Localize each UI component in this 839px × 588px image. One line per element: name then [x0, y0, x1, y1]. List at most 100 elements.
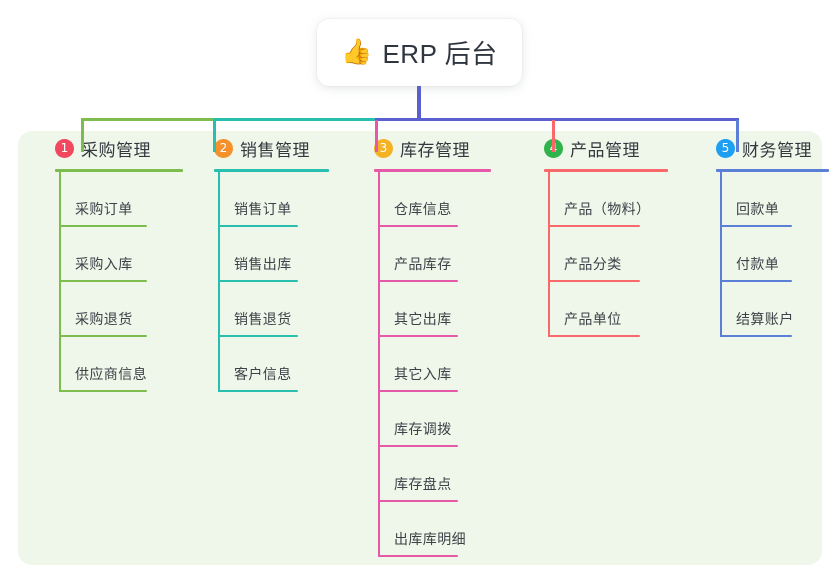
leaf-item[interactable]: 产品单位 [526, 282, 668, 337]
branch-title-3: 库存管理 [400, 140, 470, 160]
bus-segment-1 [81, 118, 215, 121]
branch-items-1: 采购订单采购入库采购退货供应商信息 [37, 172, 183, 392]
leaf-item[interactable]: 供应商信息 [37, 337, 183, 392]
leaf-item[interactable]: 产品分类 [526, 227, 668, 282]
leaf-underline [218, 335, 298, 337]
leaf-item[interactable]: 结算账户 [698, 282, 829, 337]
leaf-underline [720, 280, 792, 282]
leaf-item[interactable]: 销售订单 [196, 172, 329, 227]
leaf-label: 结算账户 [736, 311, 794, 327]
trunk-line [417, 86, 421, 120]
leaf-underline [378, 335, 458, 337]
branch-title-4: 产品管理 [570, 140, 640, 160]
branch-spine-4 [548, 172, 550, 337]
leaf-underline [378, 280, 458, 282]
branch-column-3: 3 库存管理仓库信息产品库存其它出库其它入库库存调拨库存盘点出库库明细 [356, 131, 491, 557]
drop-line-5 [736, 120, 739, 152]
root-title: ERP 后台 [382, 39, 498, 69]
leaf-item[interactable]: 销售出库 [196, 227, 329, 282]
branch-badge-1: 1 [55, 138, 74, 158]
branch-badge-5: 5 [716, 138, 735, 158]
leaf-item[interactable]: 产品（物料） [526, 172, 668, 227]
leaf-underline [218, 390, 298, 392]
branch-spine-3 [378, 172, 380, 557]
branch-header-4[interactable]: 4产品管理 [526, 131, 668, 165]
branch-underline-1 [55, 169, 183, 172]
leaf-underline [59, 225, 147, 227]
leaf-item[interactable]: 销售退货 [196, 282, 329, 337]
leaf-label: 产品单位 [564, 311, 622, 327]
leaf-item[interactable]: 采购订单 [37, 172, 183, 227]
bus-segment-3 [375, 118, 739, 121]
branch-title-5: 财务管理 [742, 140, 812, 160]
thumbs-up-icon: 👍 [341, 38, 373, 66]
leaf-item[interactable]: 库存盘点 [356, 447, 491, 502]
leaf-item[interactable]: 仓库信息 [356, 172, 491, 227]
branch-header-5[interactable]: 5 财务管理 [698, 131, 829, 165]
leaf-label: 出库库明细 [394, 531, 466, 547]
branch-items-2: 销售订单销售出库销售退货客户信息 [196, 172, 329, 392]
leaf-label: 销售退货 [234, 311, 292, 327]
branch-badge-2: 2 [214, 138, 233, 158]
root-node[interactable]: 👍 ERP 后台 [317, 19, 522, 86]
leaf-underline [218, 225, 298, 227]
leaf-underline [378, 390, 458, 392]
branch-spine-2 [218, 172, 220, 392]
branch-column-1: 1 采购管理采购订单采购入库采购退货供应商信息 [37, 131, 183, 392]
drop-line-4 [552, 120, 555, 152]
leaf-label: 采购退货 [75, 311, 133, 327]
leaf-underline [548, 280, 640, 282]
leaf-item[interactable]: 采购退货 [37, 282, 183, 337]
leaf-label: 产品库存 [394, 256, 452, 272]
branch-spine-1 [59, 172, 61, 392]
leaf-underline [378, 445, 458, 447]
leaf-label: 其它出库 [394, 311, 452, 327]
leaf-item[interactable]: 其它出库 [356, 282, 491, 337]
leaf-label: 销售订单 [234, 201, 292, 217]
leaf-label: 付款单 [736, 256, 780, 272]
drop-line-3 [375, 120, 378, 152]
leaf-underline [59, 335, 147, 337]
branch-header-1[interactable]: 1 采购管理 [37, 131, 183, 165]
leaf-label: 客户信息 [234, 366, 292, 382]
leaf-label: 仓库信息 [394, 201, 452, 217]
leaf-item[interactable]: 采购入库 [37, 227, 183, 282]
branch-underline-3 [374, 169, 491, 172]
leaf-underline [378, 225, 458, 227]
branch-title-1: 采购管理 [81, 140, 151, 160]
leaf-item[interactable]: 回款单 [698, 172, 829, 227]
leaf-underline [59, 390, 147, 392]
branch-badge-3: 3 [374, 138, 393, 158]
leaf-item[interactable]: 其它入库 [356, 337, 491, 392]
leaf-underline [378, 500, 458, 502]
drop-line-1 [81, 120, 84, 152]
leaf-item[interactable]: 出库库明细 [356, 502, 491, 557]
branch-items-3: 仓库信息产品库存其它出库其它入库库存调拨库存盘点出库库明细 [356, 172, 491, 557]
branch-items-5: 回款单付款单结算账户 [698, 172, 829, 337]
leaf-item[interactable]: 产品库存 [356, 227, 491, 282]
branch-underline-4 [544, 169, 668, 172]
leaf-underline [59, 280, 147, 282]
leaf-item[interactable]: 库存调拨 [356, 392, 491, 447]
leaf-underline [720, 225, 792, 227]
leaf-item[interactable]: 客户信息 [196, 337, 329, 392]
branch-header-3[interactable]: 3 库存管理 [356, 131, 491, 165]
leaf-underline [548, 335, 640, 337]
leaf-underline [378, 555, 458, 557]
leaf-label: 采购订单 [75, 201, 133, 217]
leaf-label: 其它入库 [394, 366, 452, 382]
leaf-label: 回款单 [736, 201, 780, 217]
branch-underline-2 [214, 169, 329, 172]
leaf-label: 销售出库 [234, 256, 292, 272]
leaf-item[interactable]: 付款单 [698, 227, 829, 282]
leaf-underline [720, 335, 792, 337]
leaf-label: 库存盘点 [394, 476, 452, 492]
branch-underline-5 [716, 169, 829, 172]
branch-column-5: 5 财务管理回款单付款单结算账户 [698, 131, 829, 337]
leaf-underline [548, 225, 640, 227]
